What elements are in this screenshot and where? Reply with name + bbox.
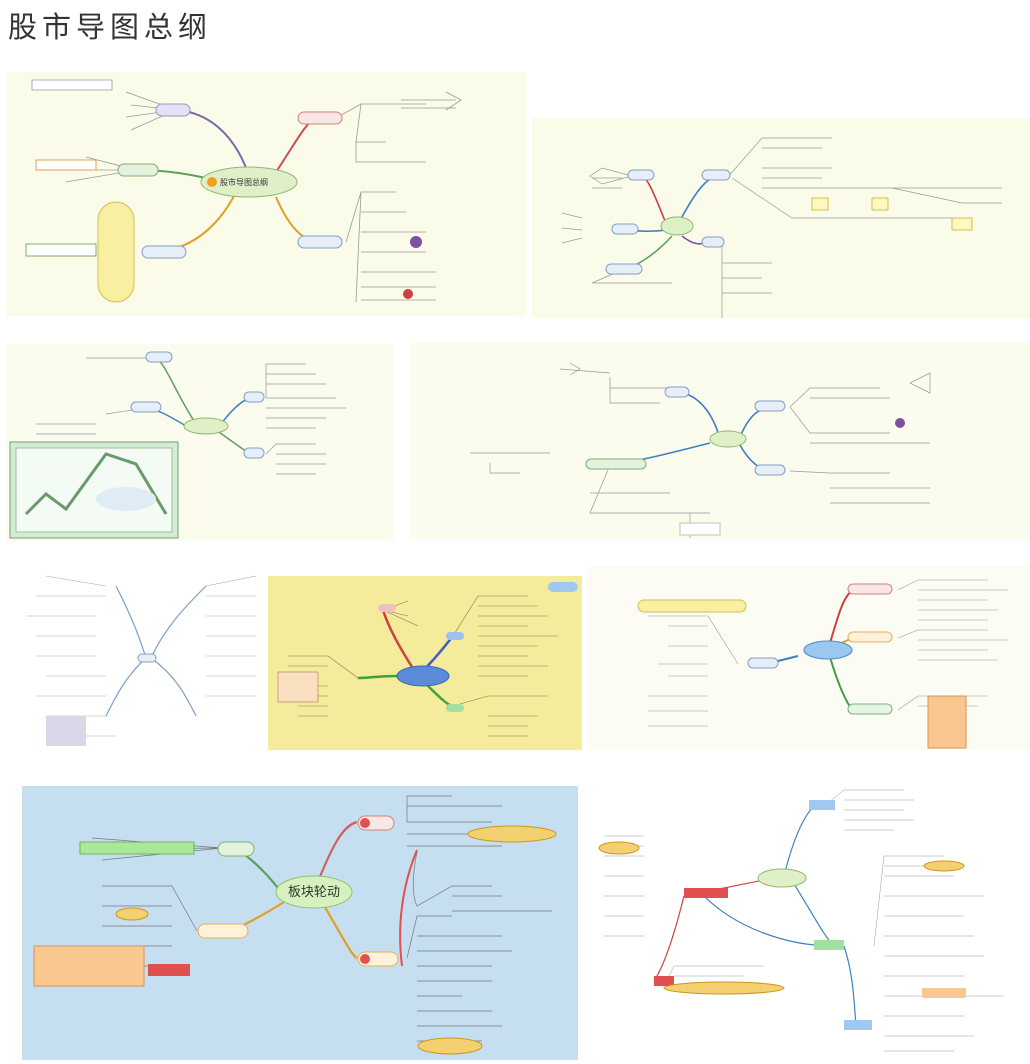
mindmap-panel-2	[532, 118, 1030, 318]
mindmap-1: 股市导图总纲	[25, 79, 462, 303]
mindmap-panel-4	[410, 343, 1030, 539]
map10-center-label: 板块轮动	[288, 885, 340, 900]
mindmap-panel-5	[6, 566, 268, 750]
mindmap-7	[637, 579, 1008, 749]
mindmap-3	[9, 351, 346, 539]
page-title: 股市导图总纲	[8, 10, 213, 44]
mindmap-panel-9	[584, 776, 1030, 1060]
mindmap-2	[561, 137, 1002, 318]
mindmap-panel-8: 板块轮动	[22, 786, 578, 1060]
mindmap-6	[277, 582, 578, 737]
mindmap-9	[598, 789, 1004, 1052]
map1-center-label: 股市导图总纲	[220, 177, 268, 187]
mindmap-panel-7	[588, 566, 1030, 750]
mindmap-panel-3	[6, 344, 394, 540]
mindmap-5	[26, 575, 257, 746]
mindmap-8: 板块轮动	[33, 795, 557, 1055]
mindmap-4	[470, 362, 931, 538]
mindmap-panel-1: 股市导图总纲	[6, 72, 526, 316]
mindmap-panel-6	[268, 576, 582, 750]
